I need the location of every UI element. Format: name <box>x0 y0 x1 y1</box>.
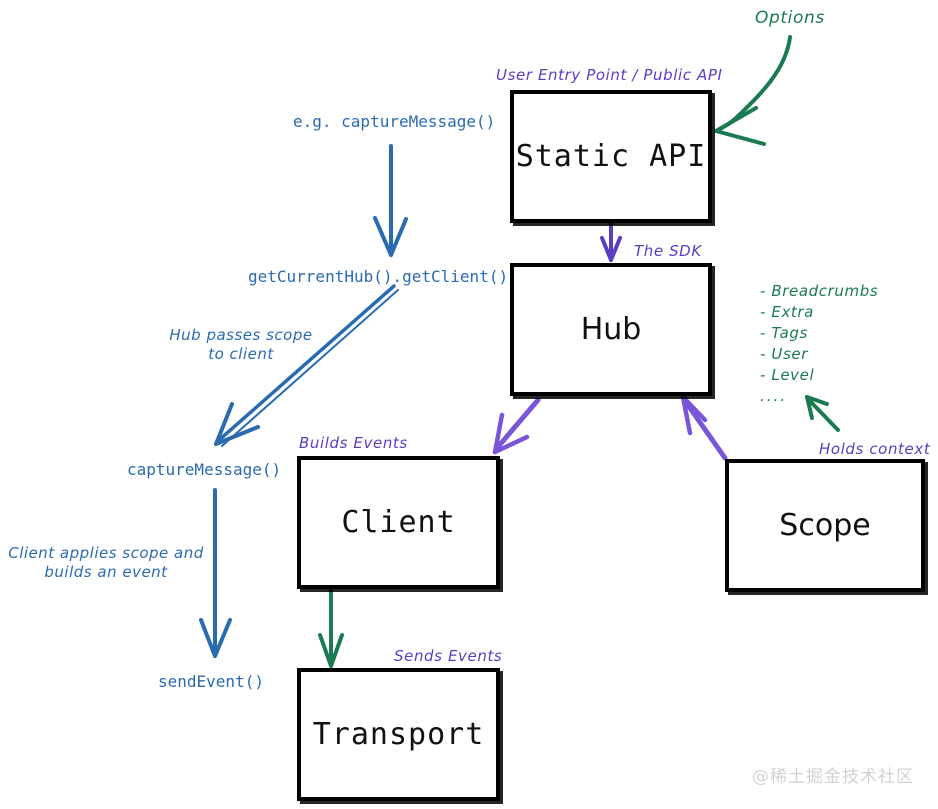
node-client[interactable]: Client <box>297 456 500 589</box>
annotation-client-applies-scope: Client applies scope and builds an event <box>8 544 204 582</box>
context-list-item: - User <box>760 345 808 363</box>
node-transport[interactable]: Transport <box>297 668 500 801</box>
context-list-item: - Breadcrumbs <box>760 282 879 300</box>
arrow-client-to-transport <box>318 588 344 668</box>
watermark: @稀土掘金技术社区 <box>752 767 914 787</box>
node-static-api[interactable]: Static API <box>510 90 712 223</box>
annotation-the-sdk: The SDK <box>634 242 702 260</box>
annotation-eg-capture-message: e.g. captureMessage() <box>293 112 496 131</box>
arrow-hub-to-client <box>492 397 541 455</box>
context-list-item: - Extra <box>760 303 814 321</box>
annotation-send-event: sendEvent() <box>158 672 264 691</box>
arrow-options-to-static-api <box>714 35 792 146</box>
node-hub[interactable]: Hub <box>510 263 712 396</box>
arrow-client-applies-scope <box>199 488 232 658</box>
annotation-sends-events: Sends Events <box>394 647 503 665</box>
context-list-item: - Level <box>760 366 815 384</box>
context-list: - Breadcrumbs - Extra - Tags - User - Le… <box>760 281 878 407</box>
node-transport-label: Transport <box>312 717 485 752</box>
context-list-item: - Tags <box>760 324 808 342</box>
annotation-hub-passes-scope-line2: to client <box>208 344 274 363</box>
annotation-hub-passes-scope: Hub passes scope to client <box>166 326 316 364</box>
annotation-holds-context: Holds context <box>819 440 931 458</box>
annotation-hub-passes-scope-line1: Hub passes scope <box>169 326 313 344</box>
node-hub-label: Hub <box>580 312 642 347</box>
annotation-options: Options <box>755 8 825 28</box>
arrow-static-api-to-hub <box>600 222 622 262</box>
annotation-client-applies-scope-line2: builds an event <box>44 562 168 581</box>
context-list-item: .... <box>760 387 788 405</box>
node-scope-label: Scope <box>779 508 871 543</box>
arrow-hub-passes-scope-to-client <box>214 284 399 447</box>
annotation-user-entry-point: User Entry Point / Public API <box>496 66 723 84</box>
node-scope[interactable]: Scope <box>725 459 925 592</box>
arrow-capture-message-down <box>373 144 408 257</box>
annotation-client-applies-scope-line1: Client applies scope and <box>8 544 204 562</box>
node-client-label: Client <box>341 505 456 540</box>
annotation-builds-events: Builds Events <box>299 434 408 452</box>
annotation-get-current-hub: getCurrentHub().getClient() <box>248 267 509 286</box>
annotation-capture-message: captureMessage() <box>127 460 282 479</box>
node-static-api-label: Static API <box>515 139 707 174</box>
arrow-scope-to-hub <box>680 394 728 461</box>
